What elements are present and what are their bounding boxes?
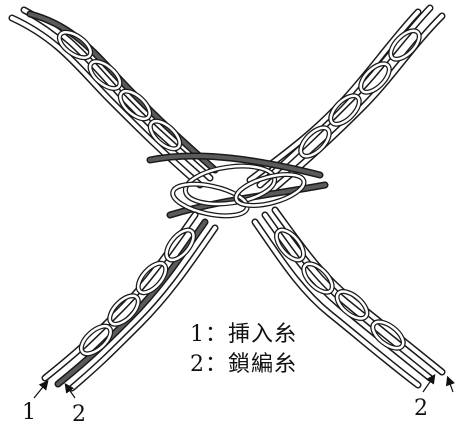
upper-left-strand (8, 6, 219, 189)
crossing-center (146, 152, 329, 219)
label-2-right: 2 (414, 396, 428, 421)
legend-inserted-yarn: 1：挿入糸 (190, 322, 297, 347)
label-arrows (33, 374, 455, 399)
label-2-left: 2 (72, 402, 86, 427)
arrow-2-left (64, 383, 76, 399)
lower-left-strand (41, 211, 219, 392)
label-1-left: 1 (22, 400, 36, 425)
lower-right-strand (251, 206, 446, 389)
arrow-2-right (422, 374, 436, 393)
arrow-1-left (33, 380, 49, 399)
arrow-right-edge (445, 375, 455, 393)
legend-chain-yarn: 2：鎖編糸 (190, 352, 297, 377)
upper-right-strand (246, 4, 446, 196)
legend: 1：挿入糸 2：鎖編糸 (190, 320, 340, 380)
